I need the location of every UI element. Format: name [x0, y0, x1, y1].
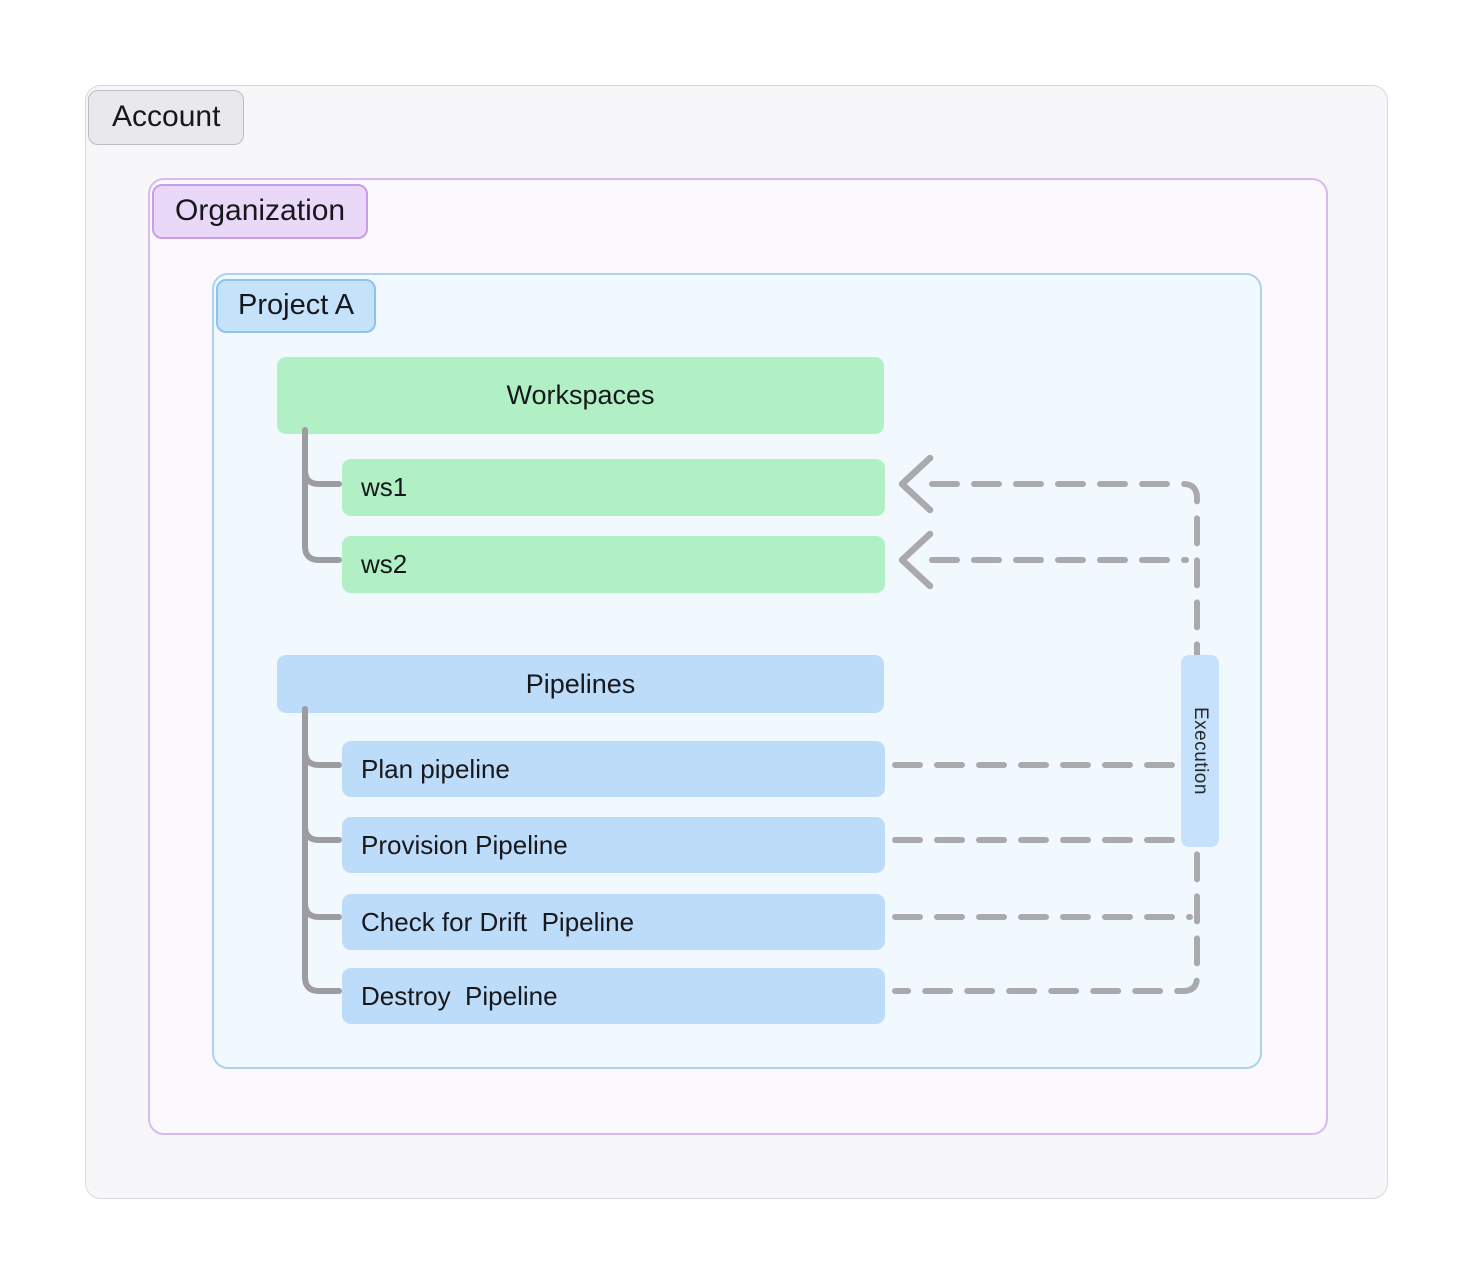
pipeline-item-plan: Plan pipeline: [342, 741, 885, 797]
organization-label: Organization: [152, 184, 369, 239]
workspace-item-ws2: ws2: [342, 536, 885, 593]
workspace-item-ws1: ws1: [342, 459, 885, 516]
account-container: Account Organization Project A Workspace…: [85, 85, 1388, 1199]
account-label: Account: [88, 90, 245, 145]
workspaces-header: Workspaces: [277, 357, 884, 434]
project-a-container: Project A Workspaces ws1 ws2 Pipelines P…: [212, 273, 1262, 1069]
pipeline-item-provision: Provision Pipeline: [342, 817, 885, 873]
execution-badge: Execution: [1181, 655, 1219, 847]
execution-badge-label: Execution: [1190, 707, 1211, 795]
pipeline-item-check-for-drift: Check for Drift Pipeline: [342, 894, 885, 950]
pipelines-header: Pipelines: [277, 655, 884, 713]
pipeline-item-destroy: Destroy Pipeline: [342, 968, 885, 1024]
organization-container: Organization Project A Workspaces ws1 ws…: [148, 178, 1328, 1135]
project-a-label: Project A: [216, 279, 377, 333]
